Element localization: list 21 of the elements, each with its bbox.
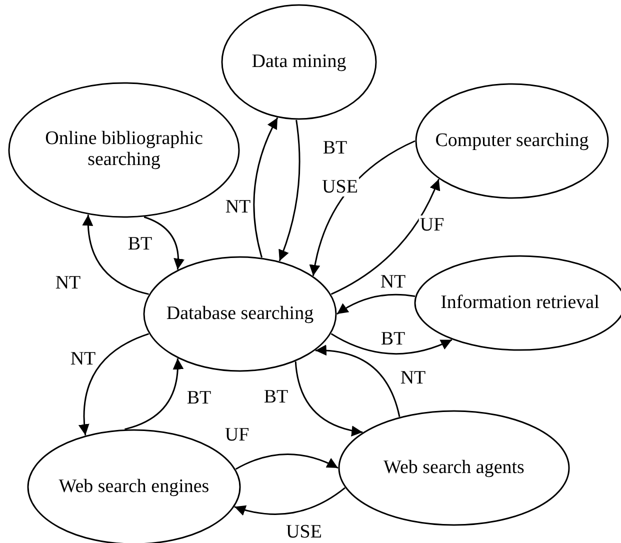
arrow <box>294 361 363 436</box>
arrow <box>315 345 400 417</box>
arrow <box>330 333 452 354</box>
concept-label: Web search agents <box>384 458 524 478</box>
concept-label: Online bibliographic searching <box>44 129 204 171</box>
concept-label: Web search engines <box>58 476 210 498</box>
arrow <box>278 120 300 262</box>
arrow <box>336 294 416 315</box>
concept-label: Database searching <box>166 304 314 324</box>
arrow <box>78 333 150 436</box>
concept-label: Information retrieval <box>440 292 600 314</box>
arrow <box>234 487 346 516</box>
arrow <box>144 216 184 270</box>
concept-label: Computer searching <box>435 130 589 152</box>
arrow <box>82 214 149 295</box>
arrow <box>235 453 338 470</box>
arrow <box>124 358 184 430</box>
edge-label: USE <box>321 178 359 196</box>
arrow <box>330 178 440 295</box>
concept-label: Data mining <box>252 52 346 72</box>
arrow <box>253 117 278 258</box>
